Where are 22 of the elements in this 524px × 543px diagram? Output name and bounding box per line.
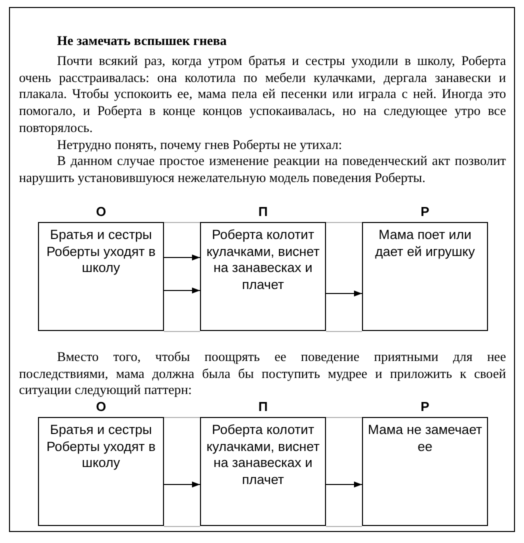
box-text: Роберта колотит кулачками, виснет на занавесках и плачет — [205, 227, 321, 293]
arrow — [164, 482, 200, 488]
paragraph: Почти всякий раз, когда утром братья и сестры уходили в школу, Роберта очень расстраивалась: она колотила по мебели кулачками, дергала занавески и плакала. Чтобы успокоить ее, мама пела ей песенки или играла с ней. Иногда это помогало, и Роберта в конце концов успокаивалась, но на следующее утро все повторялось. — [19, 53, 506, 137]
column-letter: П — [258, 204, 268, 220]
box-text: Братья и сестры Роберты уходят в школу — [45, 227, 157, 276]
paragraph: Нетрудно понять, почему гнев Роберты не утихал: — [56, 137, 344, 154]
column-letter: О — [96, 204, 106, 220]
arrow — [164, 288, 200, 294]
column-letter: Р — [420, 204, 430, 220]
column-letter: П — [258, 399, 268, 415]
paragraph: Вместо того, чтобы поощрять ее поведение приятными для нее последствиями, мама должна была бы поступить мудрее и приложить к своей ситуации следующий паттерн: — [19, 349, 506, 400]
column-letter: Р — [420, 399, 430, 415]
heading: Не замечать вспышек гнева — [57, 33, 227, 49]
box-text: Мама поет или дает ей игрушку — [374, 227, 476, 260]
arrow — [326, 482, 362, 488]
box-text: Братья и сестры Роберты уходят в школу — [45, 422, 157, 472]
arrow — [326, 290, 362, 296]
box-text: Роберта колотит кулачками, виснет на занавесках и плачет — [205, 422, 321, 488]
paragraph: В данном случае простое изменение реакции на поведенческий акт позволит нарушить установившуюся нежелательную модель поведения Роберты. — [19, 153, 506, 186]
column-letter: О — [96, 399, 106, 415]
box-text: Мама не замечает ее — [366, 422, 484, 455]
arrow — [164, 254, 200, 260]
